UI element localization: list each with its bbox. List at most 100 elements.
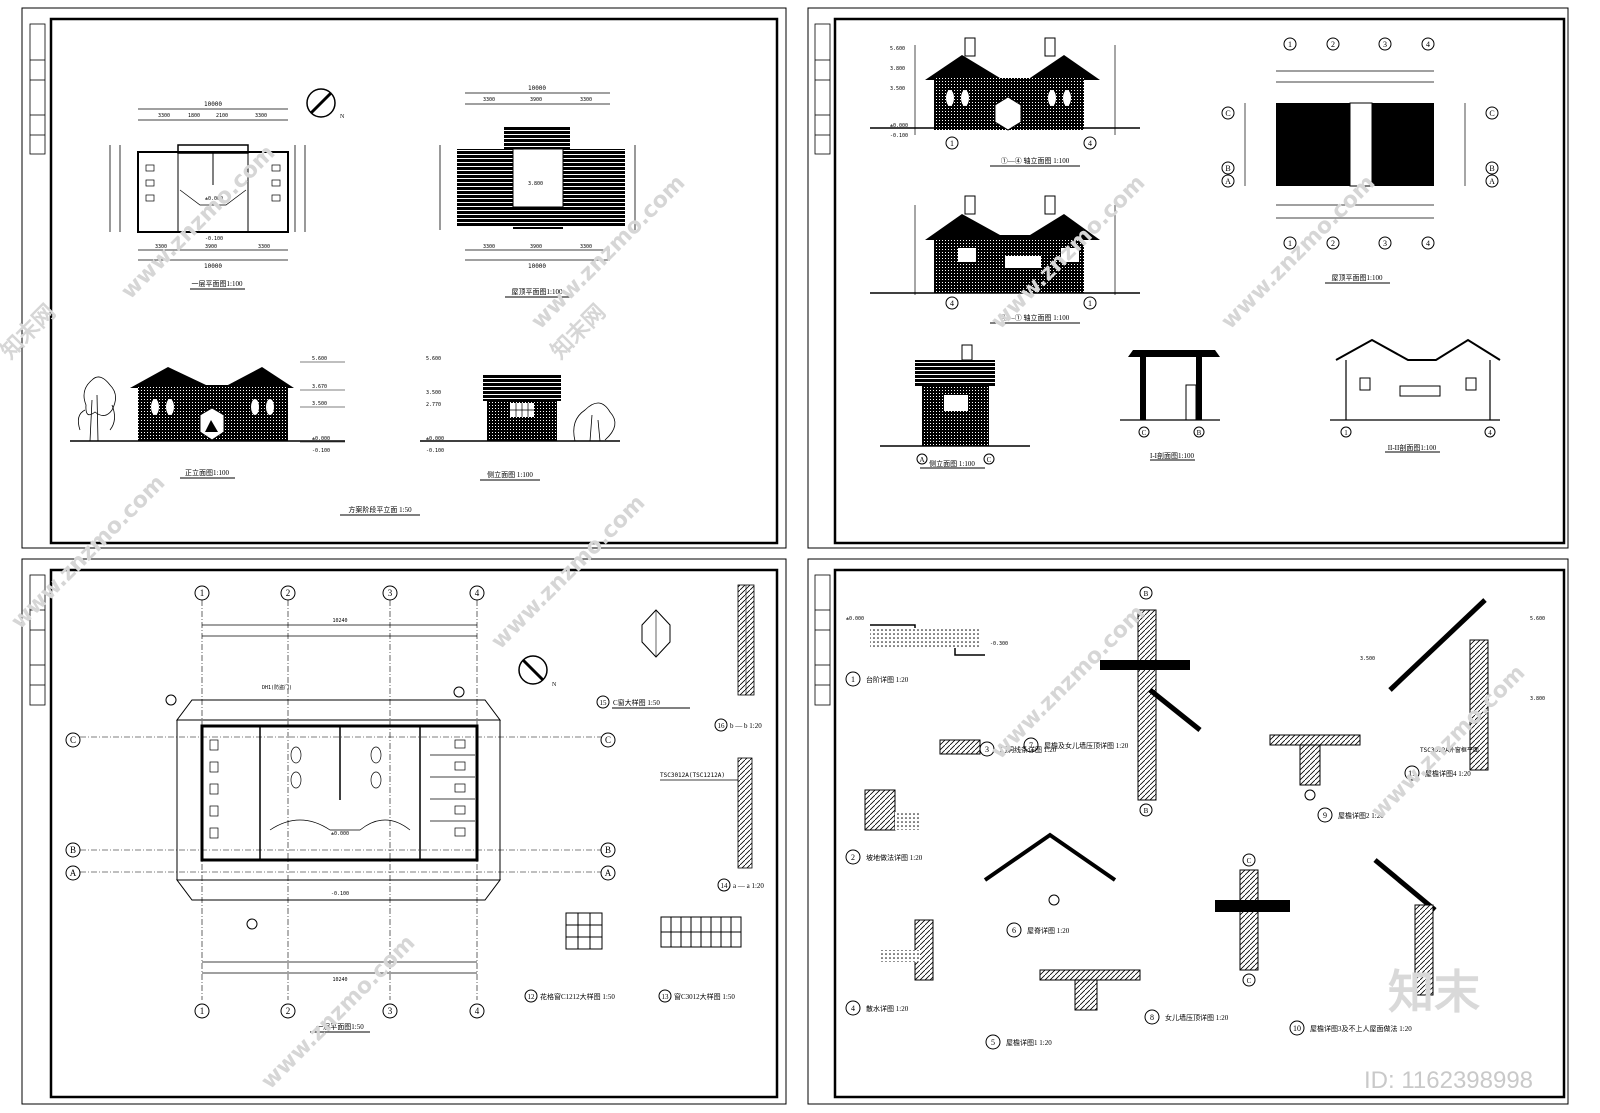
s4-level-2: 3.500	[1360, 656, 1375, 662]
s2-level-4: -0.100	[890, 133, 908, 139]
sheet1-side-elevation: 5.600 3.500 2.770 ±0.000 -0.100 侧立面图 1:1…	[420, 356, 620, 481]
d7-ax-b2: B	[1144, 807, 1149, 815]
roof-axis-bottom: 1 2 3 4	[1283, 236, 1435, 250]
caption-stage: 方案阶段平立面 1:50	[348, 505, 412, 514]
sec1-ax-c: C	[1142, 429, 1147, 437]
num-d6: 6	[1012, 926, 1016, 935]
axis-4b: 4	[950, 299, 954, 308]
p-axb-1: 1	[200, 1006, 205, 1016]
axis-lines	[80, 600, 615, 1000]
caption-elev-41: ④—① 轴立面图 1:100	[1001, 313, 1070, 322]
watermark-8: www.znzmo.com	[1367, 660, 1531, 824]
door-label: DH1(防盗门)	[262, 684, 292, 691]
caption-plan: 一层平面图1:100	[192, 280, 243, 288]
sheet1-roof-plan: 10000 3300 3900 3300 3.800 3300 3900 330…	[439, 85, 636, 298]
caption-d1: 台阶详图 1:20	[866, 675, 909, 684]
detail-12: 12 花格窗C1212大样图 1:50	[524, 912, 615, 1003]
roof-dim-total: 10000	[528, 85, 546, 92]
p-ax-b2: B	[605, 845, 611, 855]
sheet2-roof-plan: 1 2 3 4 1 2 3 4 C B A C B A	[1221, 37, 1499, 284]
roof-ax-a: A	[1225, 177, 1231, 186]
north-arrow-2: N	[518, 655, 557, 688]
roof-ax-a2: A	[1489, 177, 1495, 186]
tsc-note: TSC3012A(TSC1212A)	[660, 772, 725, 779]
elev-level-1: 3.670	[312, 384, 327, 390]
fixtures	[209, 739, 475, 839]
caption-side: 侧立面图 1:100	[487, 470, 533, 479]
s4-level-3: 3.800	[1530, 696, 1545, 702]
num-d10: 10	[1293, 1024, 1301, 1033]
shrub-icon	[573, 402, 616, 442]
elev-level-4: -0.100	[312, 448, 330, 454]
side-level-1: 3.500	[426, 390, 441, 396]
tree-icon	[77, 376, 116, 442]
roof-bdim-3: 3300	[580, 244, 592, 250]
sec2-ax-1: 1	[1344, 429, 1348, 437]
num-d4: 4	[851, 1004, 855, 1013]
caption-roof-2: 屋顶平面图1:100	[1332, 274, 1383, 282]
roof-ax-c2: C	[1489, 109, 1494, 118]
num-d3: 3	[985, 745, 989, 754]
caption-roof: 屋顶平面图1:100	[512, 288, 563, 296]
axis-bubbles-side: C B A C B A	[65, 732, 616, 881]
roof-ax-b2: B	[1489, 164, 1494, 173]
plan-dim-3: 2100	[216, 113, 228, 119]
d7-ax-b: B	[1144, 590, 1149, 598]
caption-d5: 屋檐详图1 1:20	[1006, 1038, 1052, 1047]
watermark-7: www.znzmo.com	[987, 600, 1151, 764]
p-ax-c: C	[70, 735, 76, 745]
num-d2: 2	[851, 853, 855, 862]
roof-ax-b: B	[1225, 164, 1230, 173]
caption-plan-3: 一层平面图1:50	[316, 1023, 364, 1031]
p-axb-4: 4	[475, 1006, 480, 1016]
side-ax-a: A	[919, 456, 924, 464]
plan-level-2: -0.100	[205, 236, 223, 242]
caption-front: 正立面图1:100	[185, 468, 229, 477]
sheet2-side-elev: A C 侧立面图 1:100	[880, 344, 1030, 469]
roof-axb-1: 1	[1288, 239, 1292, 248]
roof-ax-c: C	[1225, 109, 1230, 118]
side-ax-c: C	[987, 456, 992, 464]
p-axb-2: 2	[286, 1006, 291, 1016]
caption-d10: 屋檐详图3及不上人屋面做法 1:20	[1310, 1024, 1412, 1033]
p-ax-a2: A	[605, 868, 612, 878]
watermark-4: www.znzmo.com	[1217, 170, 1381, 334]
plan-bdim-1: 3300	[155, 244, 167, 250]
caption-d8: 女儿墙压顶详图 1:20	[1165, 1013, 1229, 1022]
plan3-level-2: -0.100	[331, 891, 349, 897]
sheet1-front-elevation: 5.600 3.670 3.500 ±0.000 -0.100 正立面图1:10…	[70, 356, 345, 479]
detail-13: 13 窗C3012大样图 1:50	[658, 916, 742, 1003]
roof-bdim-total: 10000	[528, 263, 546, 270]
num-13: 13	[662, 993, 670, 1001]
num-14: 14	[721, 882, 729, 890]
plan-level: ±0.000	[205, 196, 223, 202]
elev-level-2: 3.500	[312, 401, 327, 407]
plan-dim-1: 3300	[158, 113, 170, 119]
d8-ax-c2: C	[1247, 977, 1252, 985]
caption-d2: 坡地做法详图 1:20	[866, 853, 923, 862]
sheet2-section-1: C B I-I剖面图1:100	[1120, 350, 1220, 461]
sheet2-levels: 5.600 3.800 3.500 ±0.000 -0.100	[890, 45, 1116, 295]
roof-axb-3: 3	[1383, 239, 1387, 248]
watermark-5: www.znzmo.com	[7, 470, 171, 634]
caption-c1212: 花格窗C1212大样图 1:50	[540, 992, 615, 1001]
num-d7: 7	[1029, 741, 1033, 750]
side-level-3: ±0.000	[426, 436, 444, 442]
s4-level-4: 5.600	[1530, 616, 1545, 622]
tsc-note-2: TSC3012A外窗框平面	[1420, 746, 1479, 754]
plan-dim-total: 10000	[204, 101, 222, 108]
p-ax-2: 2	[286, 588, 291, 598]
detail-14: TSC3012A(TSC1212A) 14 a — a 1:20	[660, 757, 764, 892]
num-d11: 11	[1408, 769, 1416, 778]
watermark-6: www.znzmo.com	[487, 490, 651, 654]
roof-ax-2: 2	[1331, 40, 1335, 49]
north-label-1: N	[340, 114, 345, 120]
plan-bdim-2: 3900	[205, 244, 217, 250]
caption-sec-2: II-II剖面图1:100	[1388, 443, 1437, 452]
elev-level-0: 5.600	[312, 356, 327, 362]
caption-d4: 散水详图 1:20	[866, 1004, 909, 1013]
plan-dim-2: 1800	[188, 113, 200, 119]
roof-ax-3: 3	[1383, 40, 1387, 49]
caption-bb: b — b 1:20	[730, 722, 762, 730]
